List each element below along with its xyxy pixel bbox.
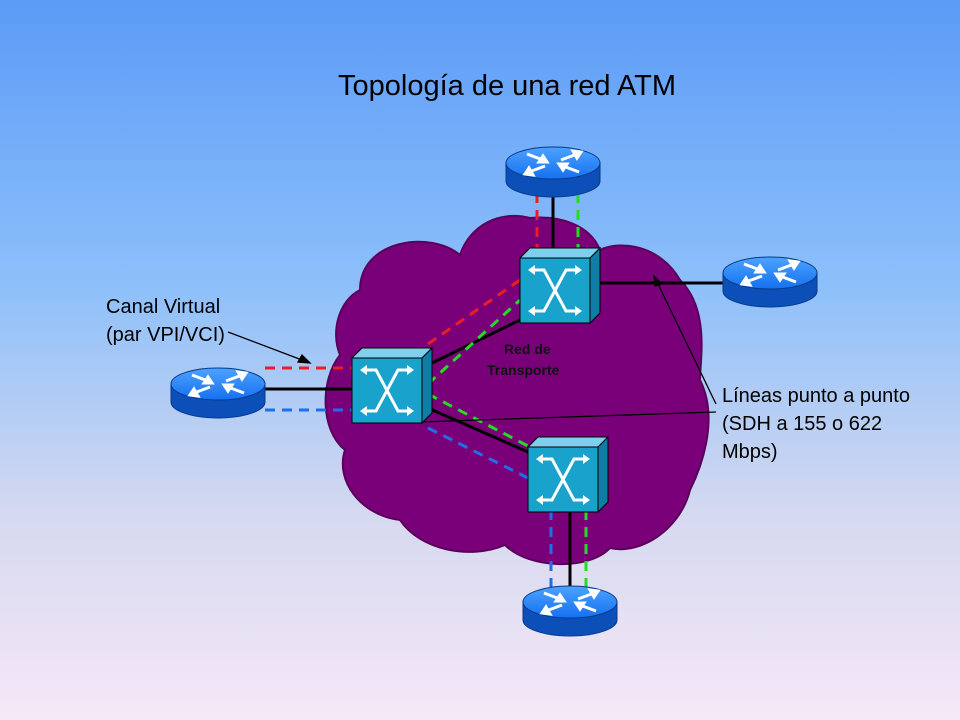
canal-arrow — [227, 331, 303, 361]
vc-red-2 — [427, 278, 521, 346]
lineas-line-1 — [657, 283, 717, 405]
lineas-sublabel-2: Mbps) — [722, 441, 778, 463]
router-icon — [505, 146, 601, 198]
canal-arrowhead — [296, 353, 312, 364]
virtual-circuits — [265, 193, 588, 588]
lineas-sublabel-1: (SDH a 155 o 622 — [722, 413, 883, 435]
lineas-arrowhead — [653, 274, 664, 287]
canal-virtual-sublabel: (par VPI/VCI) — [106, 324, 225, 346]
router-icon — [522, 585, 618, 637]
cloud-label: Red de — [504, 341, 551, 357]
atm-switch-icon — [518, 246, 602, 325]
link-switch-left-top — [427, 318, 521, 367]
lineas-line-2 — [419, 411, 717, 423]
callout-lines — [227, 274, 717, 423]
atm-switch-icon — [526, 435, 610, 514]
vc-blue-2 — [427, 426, 529, 480]
router-icon — [170, 367, 266, 419]
atm-switch-icon — [350, 346, 434, 425]
router-icon — [722, 256, 818, 308]
canal-virtual-label: Canal Virtual — [106, 296, 221, 318]
cloud-sublabel: Transporte — [487, 362, 560, 378]
vc-green-2 — [426, 298, 522, 386]
page-title: Topología de una red ATM — [338, 70, 677, 102]
lineas-label: Líneas punto a punto — [722, 385, 910, 407]
transport-cloud — [324, 214, 710, 566]
link-switch-left-bottom — [427, 406, 529, 454]
